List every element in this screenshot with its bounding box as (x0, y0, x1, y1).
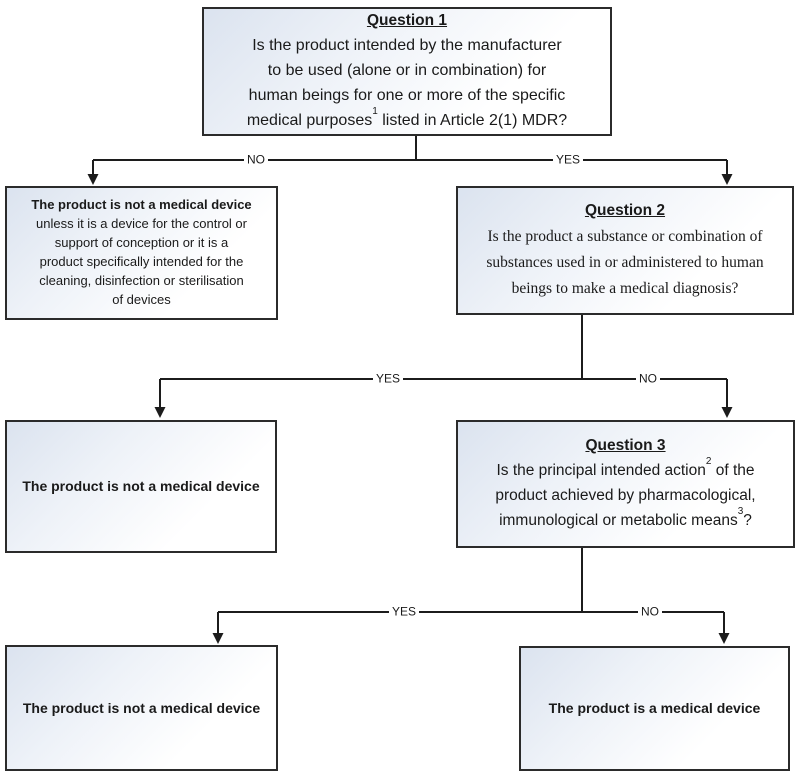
edge-label-q3-no: NO (638, 605, 662, 619)
text-segment: Is the product intended by the manufactu… (252, 37, 562, 55)
question-3-box: Question 3 Is the principal intended act… (456, 420, 795, 548)
question-3-line: Is the principal intended action2 of the (495, 456, 755, 484)
question-3-title: Question 3 (585, 436, 666, 454)
text-segment: medical purposes (246, 111, 373, 129)
question-2-line: Is the product a substance or combinatio… (486, 224, 763, 250)
edge-label-q1-yes: YES (552, 153, 584, 167)
q1-no-arrowhead-icon (87, 174, 99, 185)
q2-no-arrowhead-icon (721, 407, 733, 418)
text-segment: to be used (alone or in combination) for (267, 61, 547, 79)
question-3-text: Is the principal intended action2 of the… (495, 456, 755, 534)
question-2-line: beings to make a medical diagnosis? (486, 276, 763, 302)
question-1-box: Question 1 Is the product intended by th… (202, 7, 612, 136)
text-segment: product achieved by pharmacological, (495, 486, 756, 504)
outcome-line: unless it is a device for the control or (36, 216, 247, 232)
edge-label-q3-yes: YES (388, 605, 420, 619)
outcome-medical-device-text: The product is a medical device (548, 700, 761, 717)
outcome-bold-line: The product is not a medical device (31, 197, 252, 213)
outcome-not-medical-device-q2-box: The product is not a medical device (5, 420, 277, 553)
q3-no-arrowhead-icon (718, 633, 730, 644)
outcome-medical-device-box: The product is a medical device (519, 646, 790, 771)
text-segment: listed in Article 2(1) MDR? (377, 111, 568, 129)
outcome-not-medical-device-q2-text: The product is not a medical device (22, 478, 260, 495)
question-1-title: Question 1 (366, 11, 448, 29)
question-2-line: substances used in or administered to hu… (486, 250, 763, 276)
footnote-3-marker: 3 (737, 505, 744, 517)
question-2-box: Question 2 Is the product a substance or… (456, 186, 794, 315)
text-segment: beings to make a medical diagnosis? (511, 279, 739, 297)
outcome-not-medical-device-q3-box: The product is not a medical device (5, 645, 278, 771)
edge-label-q2-no: NO (636, 372, 660, 386)
outcome-line: cleaning, disinfection or sterilisation (39, 272, 244, 288)
text-segment: human beings for one or more of the spec… (248, 86, 566, 104)
outcome-not-medical-device-q3-text: The product is not a medical device (22, 699, 261, 716)
q2-yes-arrowhead-icon (154, 407, 166, 418)
outcome-line: of devices (112, 291, 171, 307)
question-1-line: Is the product intended by the manufactu… (247, 34, 567, 59)
question-3-line: product achieved by pharmacological, (495, 484, 755, 509)
text-segment: substances used in or administered to hu… (486, 253, 764, 271)
question-1-text: Is the product intended by the manufactu… (247, 34, 567, 133)
q3-yes-arrowhead-icon (212, 633, 224, 644)
text-segment: immunological or metabolic means (499, 511, 738, 529)
outcome-not-medical-device-unless-text: The product is not a medical device unle… (31, 196, 251, 309)
footnote-1-marker: 1 (372, 105, 378, 117)
edge-label-q1-no: NO (244, 153, 268, 167)
question-1-line: human beings for one or more of the spec… (247, 84, 567, 109)
outcome-line: product specifically intended for the (39, 254, 244, 269)
q1-yes-arrowhead-icon (721, 174, 733, 185)
footnote-2-marker: 2 (705, 456, 712, 468)
edge-label-q2-yes: YES (372, 372, 404, 386)
question-2-title: Question 2 (584, 201, 666, 219)
text-segment: Is the principal intended action (496, 462, 706, 480)
question-3-line: immunological or metabolic means3? (495, 505, 755, 534)
question-2-text: Is the product a substance or combinatio… (486, 224, 763, 301)
text-segment: Is the product a substance or combinatio… (487, 228, 763, 246)
outcome-line: support of conception or it is a (54, 235, 229, 251)
question-1-line: to be used (alone or in combination) for (247, 59, 567, 84)
text-segment: ? (743, 511, 752, 529)
outcome-not-medical-device-unless-box: The product is not a medical device unle… (5, 186, 278, 320)
question-1-line: medical purposes1 listed in Article 2(1)… (246, 105, 568, 134)
text-segment: of the (711, 462, 755, 480)
